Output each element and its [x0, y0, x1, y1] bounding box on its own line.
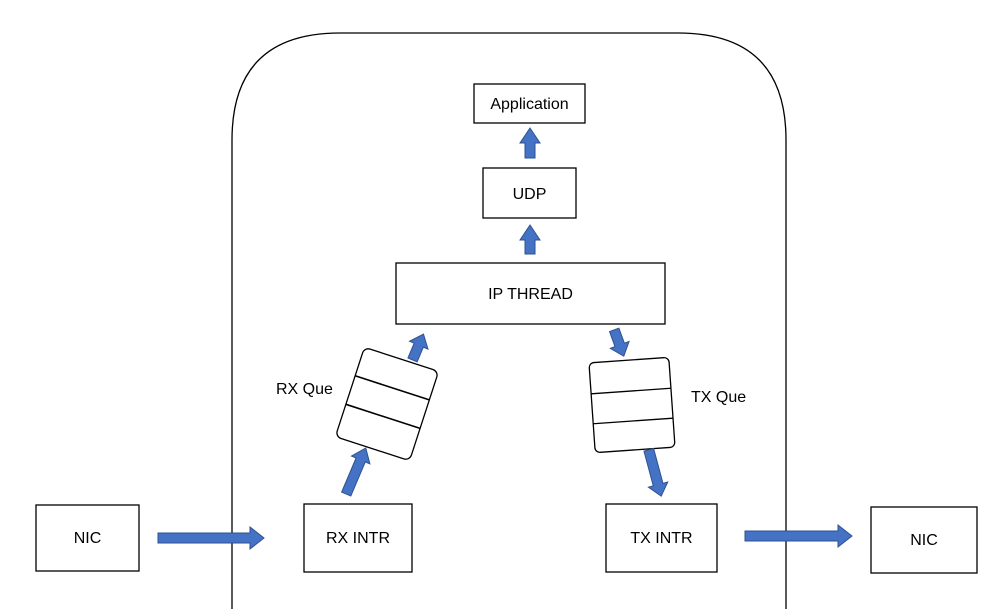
rx-intr-node: RX INTR [303, 503, 413, 573]
application-label: Application [490, 96, 568, 113]
rx-queue-divider [345, 403, 421, 430]
application-node: Application [473, 83, 586, 124]
ip-thread-label: IP THREAD [488, 286, 573, 303]
arrow-udp-to-application [519, 127, 541, 159]
tx-queue-divider [593, 417, 674, 425]
arrow-ip-to-udp [519, 224, 541, 255]
tx-queue-label: TX Que [691, 389, 746, 406]
kernel-boundary [231, 32, 787, 609]
nic-right-node: NIC [870, 506, 978, 574]
nic-left-label: NIC [74, 530, 102, 547]
udp-label: UDP [513, 186, 547, 203]
rx-queue-divider [354, 375, 430, 401]
rx-queue-label: RX Que [276, 381, 333, 398]
arrow-nic-to-rx-intr [157, 525, 265, 551]
nic-right-label: NIC [910, 532, 938, 549]
tx-queue-divider [591, 387, 671, 395]
tx-queue [588, 357, 676, 453]
ip-thread-node: IP THREAD [395, 262, 666, 325]
arrow-ip-to-tx-queue [608, 327, 630, 357]
arrow-tx-queue-to-tx-intr [643, 447, 669, 497]
nic-left-node: NIC [35, 504, 140, 572]
arrow-rx-intr-to-rx-queue [340, 447, 371, 497]
tx-intr-label: TX INTR [630, 530, 692, 547]
tx-intr-node: TX INTR [605, 503, 718, 573]
arrow-tx-intr-to-nic [744, 523, 853, 549]
rx-intr-label: RX INTR [326, 530, 390, 547]
rx-queue [336, 348, 438, 460]
udp-node: UDP [482, 167, 577, 219]
arrow-rx-queue-to-ip [407, 333, 429, 363]
